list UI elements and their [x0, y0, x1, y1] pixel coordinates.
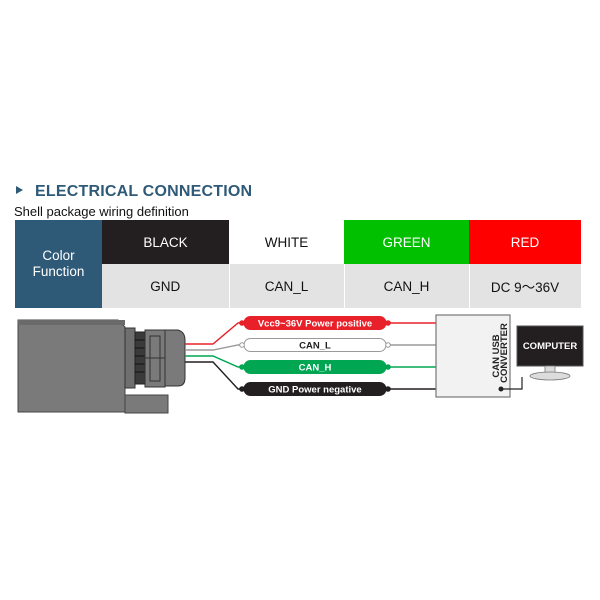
function-cell-can-h: CAN_H [344, 264, 470, 308]
color-cell-white: WHITE [229, 220, 344, 264]
can-usb-converter: CAN USB CONVERTER [435, 314, 511, 398]
function-cell-dc: DC 9～36V [469, 264, 582, 308]
wire-label-text: CAN_L [299, 340, 331, 351]
sensor-housing-icon [17, 319, 169, 414]
triangle-right-icon [16, 185, 23, 194]
function-cell-can-l: CAN_L [229, 264, 345, 308]
color-cell-black: BLACK [102, 220, 229, 264]
computer-label: COMPUTER [523, 341, 578, 352]
cable-gland-icon [124, 327, 186, 389]
computer-icon: COMPUTER [501, 325, 584, 390]
wire-end-dot [239, 386, 245, 392]
wire-end-dot [239, 342, 245, 348]
section-title: ELECTRICAL CONNECTION [16, 183, 252, 201]
wire-end-dot [239, 320, 245, 326]
wire-end-dot [385, 364, 391, 370]
function-cell-gnd: GND [102, 264, 230, 308]
subtitle: Shell package wiring definition [14, 204, 189, 219]
wire-end-dot [239, 364, 245, 370]
wiring-table: Color Function BLACK WHITE GREEN RED GND… [15, 220, 582, 308]
wire-end-dot [385, 342, 391, 348]
wiring-diagram: Vcc9~36V Power positivePOWERCAN_LCAN_LCA… [17, 314, 584, 414]
wire-label-text: GND Power negative [268, 384, 361, 395]
wire-end-dot [385, 386, 391, 392]
row-header: Color Function [15, 220, 102, 308]
wire-end-dot [385, 320, 391, 326]
color-cell-red: RED [469, 220, 581, 264]
wire-label-text: Vcc9~36V Power positive [258, 318, 372, 329]
row-header-line2: Function [32, 264, 85, 279]
converter-label-2: CONVERTER [499, 323, 510, 383]
color-cell-green: GREEN [344, 220, 469, 264]
wire-label-text: CAN_H [299, 362, 332, 373]
converter-label-1: CAN USB [491, 334, 502, 377]
row-header-line1: Color [42, 248, 75, 263]
section-title-text: ELECTRICAL CONNECTION [35, 183, 253, 200]
